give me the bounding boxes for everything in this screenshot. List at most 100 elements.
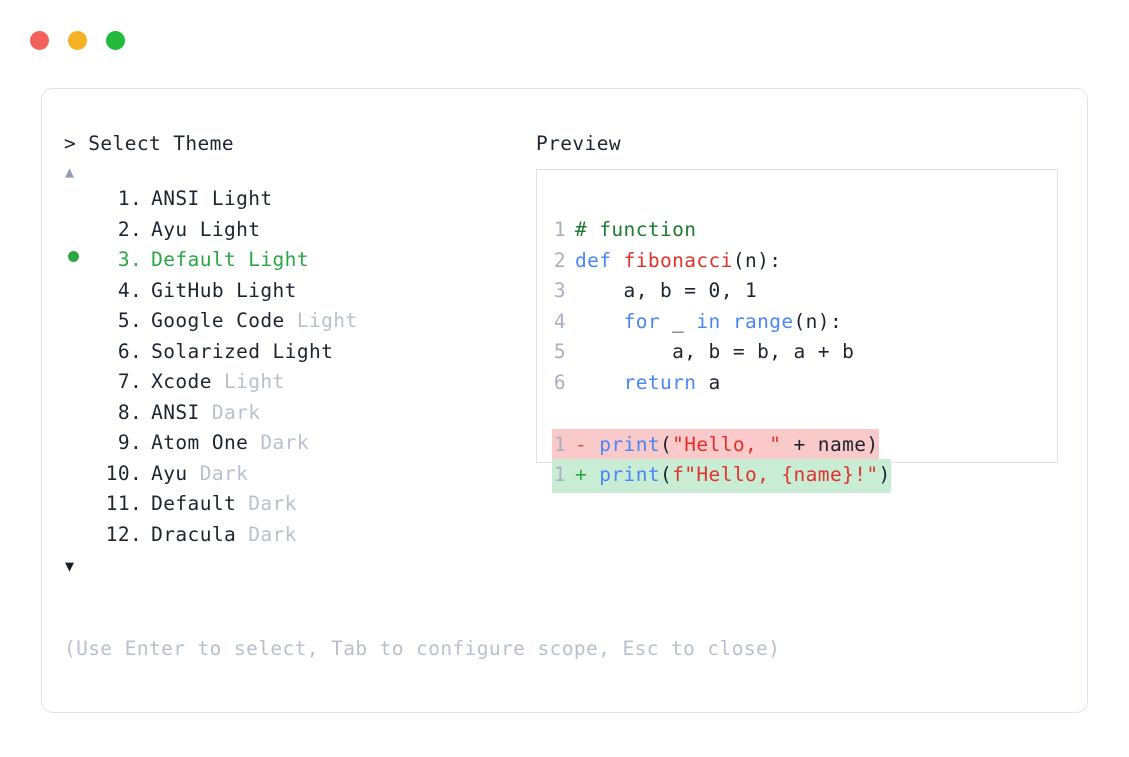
theme-item-number: 2	[117, 217, 130, 241]
code-token	[575, 310, 624, 333]
maximize-dot[interactable]	[106, 31, 125, 50]
theme-item-number-dot: .	[130, 339, 143, 363]
theme-list-item[interactable]: 9.Atom One Dark	[64, 431, 534, 462]
code-token: a	[696, 370, 721, 394]
code-line: 2 def fibonacci(n):	[552, 246, 891, 277]
window-titlebar	[30, 31, 125, 50]
theme-item-variant: Light	[284, 309, 358, 332]
theme-list-item[interactable]: 10. Ayu Dark	[64, 462, 534, 493]
code-token: "Hello, "	[672, 432, 782, 456]
theme-list-item[interactable]: 6.Solarized Light	[64, 340, 534, 371]
theme-item-number: 4	[117, 278, 130, 302]
theme-item-name: ANSI	[151, 187, 200, 210]
code-token: ,	[720, 279, 745, 302]
theme-item-number-dot: .	[130, 248, 143, 271]
theme-item-number: 6	[117, 339, 130, 363]
theme-item-number: 11	[105, 492, 130, 515]
code-token: in	[696, 309, 721, 333]
code-token	[575, 371, 624, 394]
theme-item-number-dot: .	[130, 431, 143, 454]
line-number: 4	[553, 309, 566, 333]
code-token: 0	[708, 279, 721, 302]
line-number: 6	[553, 370, 566, 394]
theme-item-variant: Light	[223, 278, 297, 302]
theme-item-number-dot: .	[130, 217, 143, 241]
theme-list-item[interactable]: 8.ANSI Dark	[64, 401, 534, 432]
theme-item-number: 8	[117, 400, 130, 424]
selection-bullet-cell	[64, 248, 92, 271]
code-token: # function	[575, 218, 697, 241]
scroll-down-arrow-icon[interactable]: ▼	[65, 557, 75, 575]
code-token: (	[659, 463, 673, 486]
theme-item-variant: Dark	[248, 431, 309, 454]
theme-item-number-dot: .	[130, 492, 143, 515]
theme-item-name: Default	[151, 492, 237, 515]
minimize-dot[interactable]	[68, 31, 87, 50]
theme-item-number: 10	[105, 461, 130, 485]
code-line: 1 # function	[552, 215, 891, 246]
theme-list-item[interactable]: 3.Default Light	[64, 248, 534, 279]
theme-list-item[interactable]: 7.Xcode Light	[64, 370, 534, 401]
code-line: 5 a, b = b, a + b	[552, 337, 891, 368]
code-line: 6 return a	[552, 368, 891, 399]
code-token: 1	[744, 279, 758, 302]
theme-item-number-dot: .	[130, 461, 143, 485]
theme-item-name: Ayu	[151, 461, 188, 485]
theme-item-name: Ayu	[151, 217, 188, 241]
diff-marker: -	[575, 432, 600, 456]
theme-item-variant: Light	[236, 248, 309, 271]
line-number: 1	[553, 432, 566, 456]
keyboard-hint: (Use Enter to select, Tab to configure s…	[64, 637, 781, 660]
diff-line-del: 1- print("Hello, " + name)	[552, 428, 891, 462]
diff-line-content: 1+ print(f"Hello, {name}!")	[552, 459, 891, 493]
code-token: _	[659, 309, 697, 333]
theme-item-number-dot: .	[130, 278, 143, 302]
line-number: 2	[553, 248, 566, 272]
code-token: f"Hello, {name}!"	[672, 463, 879, 486]
theme-list-item[interactable]: 11. Default Dark	[64, 492, 534, 523]
theme-item-variant: Dark	[236, 492, 297, 515]
theme-list-item[interactable]: 4.GitHub Light	[64, 279, 534, 310]
theme-item-name: Default	[151, 248, 237, 271]
diff-line-content: 1- print("Hello, " + name)	[552, 428, 879, 462]
line-number: 1	[553, 463, 566, 486]
theme-item-name: Solarized	[151, 339, 261, 363]
code-token: def	[575, 248, 624, 272]
diff-block: 1- print("Hello, " + name)1+ print(f"Hel…	[552, 428, 891, 493]
diff-line-add: 1+ print(f"Hello, {name}!")	[552, 459, 891, 493]
theme-list-item[interactable]: 12.Dracula Dark	[64, 523, 534, 554]
line-number: 1	[553, 218, 566, 241]
code-token: a, b =	[575, 279, 709, 302]
theme-list-item[interactable]: 5.Google Code Light	[64, 309, 534, 340]
theme-item-number-dot: .	[130, 522, 143, 546]
code-token: (n):	[793, 309, 843, 333]
theme-list-item[interactable]: 2. Ayu Light	[64, 218, 534, 249]
theme-item-variant: Light	[211, 370, 285, 393]
theme-item-number: 1	[117, 187, 130, 210]
theme-item-variant: Light	[187, 217, 261, 241]
code-token: (	[659, 432, 673, 456]
theme-item-variant: Dark	[199, 400, 261, 424]
code-token: fibonacci	[623, 248, 733, 272]
theme-item-variant: Light	[199, 187, 273, 210]
close-dot[interactable]	[30, 31, 49, 50]
theme-item-name: Dracula	[151, 522, 237, 546]
theme-list-item[interactable]: 1.ANSI Light	[64, 187, 534, 218]
theme-item-number: 12	[105, 522, 130, 546]
scroll-up-arrow-icon[interactable]: ▲	[65, 163, 75, 181]
theme-item-name: Atom One	[151, 431, 249, 454]
code-token: + name)	[781, 432, 879, 456]
select-theme-prompt: > Select Theme	[64, 132, 234, 155]
code-token: (n):	[732, 248, 782, 272]
theme-item-number-dot: .	[130, 370, 143, 393]
theme-item-variant: Dark	[187, 461, 249, 485]
line-number: 3	[553, 279, 566, 302]
theme-item-number-dot: .	[130, 309, 143, 332]
